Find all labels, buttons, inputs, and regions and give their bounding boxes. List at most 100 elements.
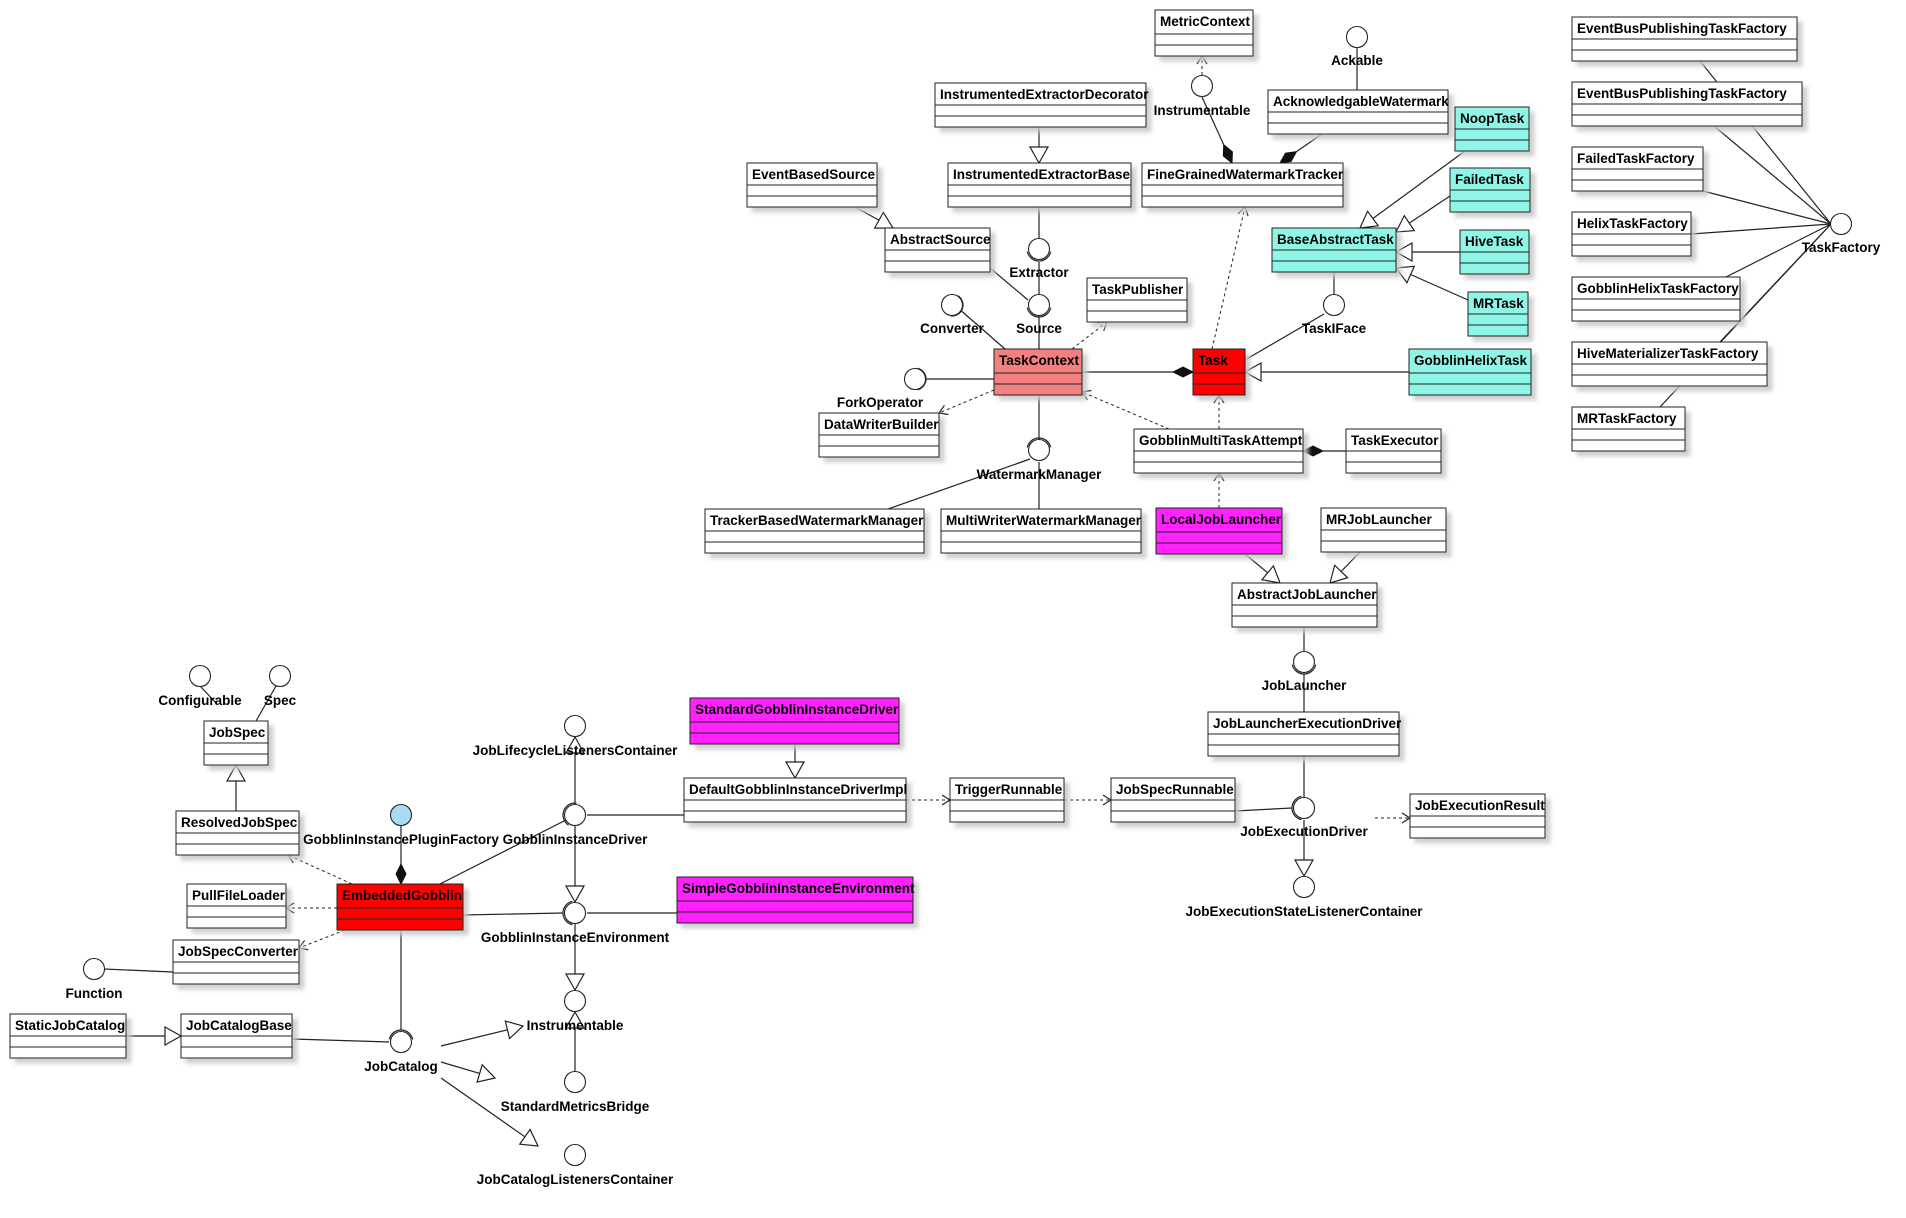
class-name: MetricContext bbox=[1160, 14, 1251, 29]
class-event-bus-publishing-task-factory-1[interactable]: EventBusPublishingTaskFactory bbox=[1571, 16, 1798, 62]
class-default-gobblin-instance-driver-impl[interactable]: DefaultGobblinInstanceDriverImpl bbox=[683, 777, 907, 823]
class-failed-task-factory[interactable]: FailedTaskFactory bbox=[1571, 146, 1704, 192]
class-job-catalog-base[interactable]: JobCatalogBase bbox=[180, 1013, 293, 1059]
interface-instrumentable-top[interactable]: Instrumentable bbox=[1154, 74, 1251, 119]
class-job-launcher-execution-driver[interactable]: JobLauncherExecutionDriver bbox=[1207, 711, 1402, 757]
class-name: TrackerBasedWatermarkManager bbox=[710, 513, 924, 528]
interface-spec[interactable]: Spec bbox=[264, 664, 297, 709]
class-name: EventBusPublishingTaskFactory bbox=[1577, 86, 1787, 101]
class-name: TaskContext bbox=[999, 353, 1080, 368]
interface-ackable[interactable]: Ackable bbox=[1331, 25, 1383, 69]
interface-job-execution-driver[interactable]: JobExecutionDriver bbox=[1240, 796, 1369, 840]
interface-label: Spec bbox=[264, 693, 297, 708]
class-standard-gobblin-instance-driver[interactable]: StandardGobblinInstanceDriver bbox=[689, 697, 900, 745]
interface-function[interactable]: Function bbox=[66, 957, 123, 1002]
class-instrumented-extractor-base[interactable]: InstrumentedExtractorBase bbox=[947, 162, 1132, 208]
class-name: JobSpec bbox=[209, 725, 266, 740]
class-hive-materializer-task-factory[interactable]: HiveMaterializerTaskFactory bbox=[1571, 341, 1768, 387]
class-noop-task[interactable]: NoopTask bbox=[1454, 106, 1530, 152]
interface-gobblin-instance-environment[interactable]: GobblinInstanceEnvironment bbox=[481, 901, 670, 946]
class-name: InstrumentedExtractorDecorator bbox=[940, 87, 1149, 102]
class-job-spec-converter[interactable]: JobSpecConverter bbox=[172, 939, 300, 985]
class-multi-writer-watermark-manager[interactable]: MultiWriterWatermarkManager bbox=[940, 508, 1142, 554]
class-name: JobCatalogBase bbox=[186, 1018, 292, 1033]
interface-job-execution-state-listener-container[interactable]: JobExecutionStateListenerContainer bbox=[1185, 875, 1423, 920]
class-name: GobblinHelixTaskFactory bbox=[1577, 281, 1739, 296]
class-mr-job-launcher[interactable]: MRJobLauncher bbox=[1320, 507, 1447, 553]
class-name: InstrumentedExtractorBase bbox=[953, 167, 1131, 182]
class-name: EmbeddedGobblin bbox=[342, 888, 462, 903]
class-name: EventBusPublishingTaskFactory bbox=[1577, 21, 1787, 36]
class-name: MRTaskFactory bbox=[1577, 411, 1677, 426]
class-trigger-runnable[interactable]: TriggerRunnable bbox=[949, 777, 1065, 823]
class-hive-task[interactable]: HiveTask bbox=[1459, 229, 1530, 275]
interface-label: StandardMetricsBridge bbox=[501, 1099, 650, 1114]
class-job-execution-result[interactable]: JobExecutionResult bbox=[1409, 793, 1546, 839]
interface-label: JobLauncher bbox=[1262, 678, 1348, 693]
class-task[interactable]: Task bbox=[1192, 348, 1246, 396]
class-gobblin-helix-task-factory[interactable]: GobblinHelixTaskFactory bbox=[1571, 276, 1741, 322]
interface-label: ForkOperator bbox=[837, 395, 924, 410]
interface-watermark-manager[interactable]: WatermarkManager bbox=[977, 438, 1103, 483]
interface-label: Configurable bbox=[158, 693, 242, 708]
interface-gobblin-instance-driver[interactable]: GobblinInstanceDriver bbox=[503, 803, 649, 848]
class-resolved-job-spec[interactable]: ResolvedJobSpec bbox=[175, 810, 300, 856]
class-name: JobSpecConverter bbox=[178, 944, 299, 959]
interface-label: GobblinInstanceDriver bbox=[503, 832, 649, 847]
class-failed-task[interactable]: FailedTask bbox=[1449, 167, 1531, 213]
interface-configurable[interactable]: Configurable bbox=[158, 664, 242, 709]
class-job-spec[interactable]: JobSpec bbox=[203, 720, 269, 766]
class-mr-task-factory[interactable]: MRTaskFactory bbox=[1571, 406, 1686, 452]
interface-standard-metrics-bridge[interactable]: StandardMetricsBridge bbox=[501, 1070, 650, 1115]
class-abstract-job-launcher[interactable]: AbstractJobLauncher bbox=[1231, 582, 1378, 628]
interface-job-catalog-listeners-container[interactable]: JobCatalogListenersContainer bbox=[477, 1143, 674, 1188]
interface-job-catalog[interactable]: JobCatalog bbox=[364, 1030, 438, 1075]
class-gobblin-multi-task-attempt[interactable]: GobblinMultiTaskAttempt bbox=[1133, 428, 1304, 474]
class-name: FailedTask bbox=[1455, 172, 1524, 187]
interface-source[interactable]: Source bbox=[1016, 293, 1062, 337]
class-local-job-launcher[interactable]: LocalJobLauncher bbox=[1155, 507, 1283, 555]
class-name: NoopTask bbox=[1460, 111, 1525, 126]
class-gobblin-helix-task[interactable]: GobblinHelixTask bbox=[1408, 348, 1532, 396]
class-mr-task[interactable]: MRTask bbox=[1467, 291, 1529, 337]
class-static-job-catalog[interactable]: StaticJobCatalog bbox=[9, 1013, 127, 1059]
class-task-context[interactable]: TaskContext bbox=[993, 348, 1083, 396]
class-acknowledgable-watermark[interactable]: AcknowledgableWatermark bbox=[1267, 89, 1449, 135]
interface-gobblin-instance-plugin-factory[interactable]: GobblinInstancePluginFactory bbox=[303, 803, 499, 848]
class-pull-file-loader[interactable]: PullFileLoader bbox=[186, 883, 287, 929]
interface-job-lifecycle-listeners-container[interactable]: JobLifecycleListenersContainer bbox=[473, 714, 679, 759]
interface-label: JobCatalogListenersContainer bbox=[477, 1172, 674, 1187]
interface-label: WatermarkManager bbox=[977, 467, 1103, 482]
interface-extractor[interactable]: Extractor bbox=[1009, 237, 1069, 281]
class-fine-grained-watermark-tracker[interactable]: FineGrainedWatermarkTracker bbox=[1141, 162, 1344, 208]
interface-fork-operator[interactable]: ForkOperator bbox=[837, 367, 927, 411]
class-abstract-source[interactable]: AbstractSource bbox=[884, 227, 991, 273]
interface-label: JobCatalog bbox=[364, 1059, 438, 1074]
interface-instrumentable-bottom[interactable]: Instrumentable bbox=[527, 989, 624, 1034]
interface-job-launcher[interactable]: JobLauncher bbox=[1262, 650, 1348, 694]
class-task-executor[interactable]: TaskExecutor bbox=[1345, 428, 1442, 474]
class-helix-task-factory[interactable]: HelixTaskFactory bbox=[1571, 211, 1692, 257]
class-event-based-source[interactable]: EventBasedSource bbox=[746, 162, 878, 208]
class-name: FailedTaskFactory bbox=[1577, 151, 1695, 166]
class-base-abstract-task[interactable]: BaseAbstractTask bbox=[1271, 227, 1397, 273]
class-task-publisher[interactable]: TaskPublisher bbox=[1086, 277, 1188, 323]
class-simple-gobblin-instance-environment[interactable]: SimpleGobblinInstanceEnvironment bbox=[676, 876, 915, 924]
class-data-writer-builder[interactable]: DataWriterBuilder bbox=[818, 412, 940, 458]
class-job-spec-runnable[interactable]: JobSpecRunnable bbox=[1110, 777, 1236, 823]
interface-label: Instrumentable bbox=[527, 1018, 624, 1033]
class-metric-context[interactable]: MetricContext bbox=[1154, 9, 1254, 57]
class-tracker-based-watermark-manager[interactable]: TrackerBasedWatermarkManager bbox=[704, 508, 925, 554]
class-instrumented-extractor-decorator[interactable]: InstrumentedExtractorDecorator bbox=[934, 82, 1149, 128]
class-name: GobblinHelixTask bbox=[1414, 353, 1528, 368]
interface-label: Converter bbox=[920, 321, 985, 336]
class-name: HiveTask bbox=[1465, 234, 1524, 249]
class-embedded-gobblin[interactable]: EmbeddedGobblin bbox=[336, 883, 464, 931]
interface-label: Ackable bbox=[1331, 53, 1383, 68]
interface-task-iface[interactable]: TaskIFace bbox=[1302, 293, 1367, 337]
class-event-bus-publishing-task-factory-2[interactable]: EventBusPublishingTaskFactory bbox=[1571, 81, 1803, 127]
interface-task-factory[interactable]: TaskFactory bbox=[1802, 212, 1881, 256]
class-name: AcknowledgableWatermark bbox=[1273, 94, 1449, 109]
class-name: DataWriterBuilder bbox=[824, 417, 939, 432]
interface-converter[interactable]: Converter bbox=[920, 293, 985, 337]
